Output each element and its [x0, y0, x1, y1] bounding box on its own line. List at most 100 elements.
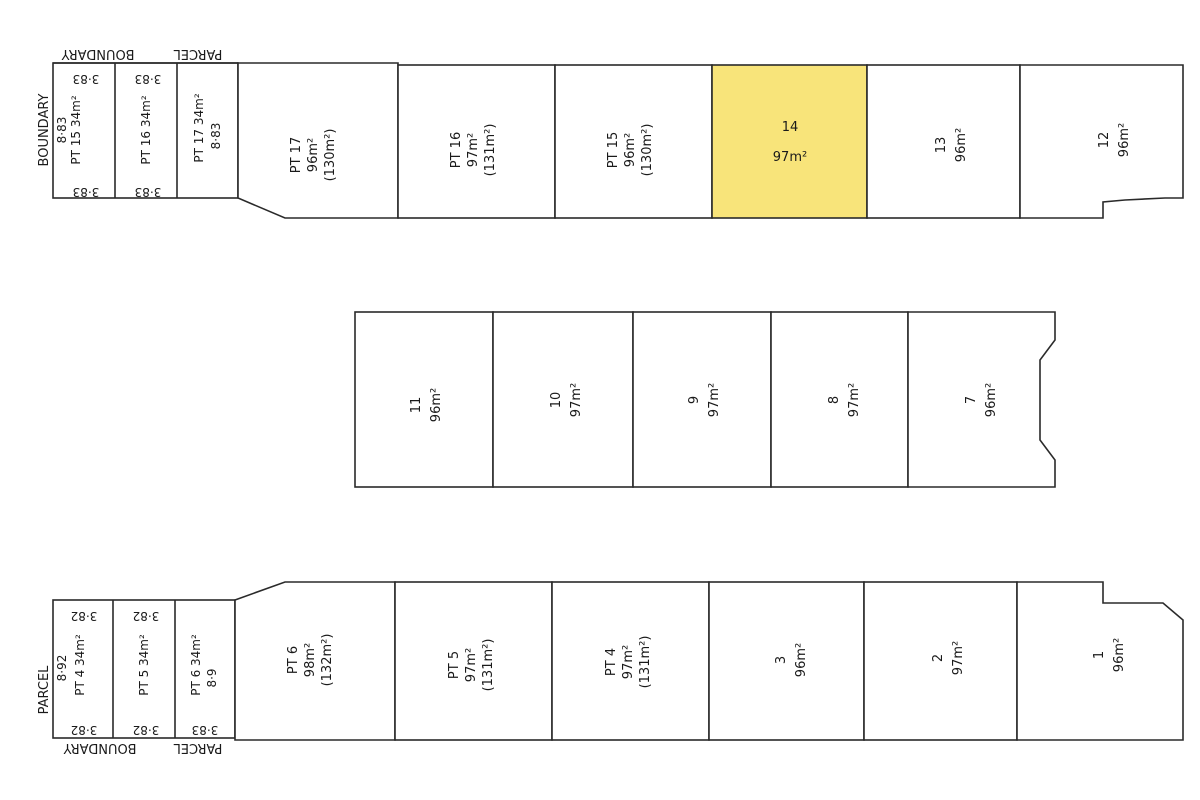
lot-12	[1019, 64, 1184, 219]
lot-text-pt5: PT 5 97m² (131m²)	[447, 639, 496, 692]
lot-name: 11	[409, 397, 424, 414]
lot-8	[770, 311, 909, 488]
lot-name: 3	[774, 656, 789, 664]
lot-original-area: (131m²)	[481, 639, 496, 692]
strip-label: PT 17 34m²	[192, 93, 206, 162]
lot-text-3: 3 96m²	[774, 643, 809, 677]
lot-area: 97m²	[464, 648, 479, 682]
lot-name: PT 4	[604, 648, 619, 676]
strip-label: PT 6 34m²	[189, 634, 203, 696]
lot-pt5	[394, 581, 553, 741]
strip-label: PT 16 34m²	[139, 95, 153, 164]
strip-length: 3·83	[73, 72, 100, 86]
lot-original-area: (130m²)	[640, 124, 655, 177]
lot-area: 97m²	[621, 645, 636, 679]
strip-width: 8·83	[209, 123, 223, 150]
lot-name: 14	[782, 120, 799, 135]
bottom-row: PARCEL BOUNDARY PARCEL PT 4 34m² 8·92 3·…	[37, 581, 1184, 755]
top-parcel-label: PARCEL	[173, 46, 223, 61]
lot-9	[632, 311, 772, 488]
lot-pt15	[554, 64, 713, 219]
strip-label: PT 4 34m²	[73, 634, 87, 696]
lot-area: 96m²	[954, 128, 969, 162]
lot-name: 12	[1097, 132, 1112, 149]
top-boundary-label: BOUNDARY	[61, 46, 134, 61]
bottom-side-parcel-label: PARCEL	[37, 665, 52, 715]
lot-text-11: 11 96m²	[409, 388, 444, 422]
lot-name: PT 15	[606, 132, 621, 168]
lot-text-2: 2 97m²	[931, 641, 966, 675]
lot-text-7: 7 96m²	[964, 383, 999, 417]
lot-name: 13	[934, 137, 949, 154]
strip-length: 3·82	[71, 609, 98, 623]
lot-10	[492, 311, 634, 488]
strip-length: 3·82	[133, 723, 160, 737]
strip-width: 8·9	[205, 668, 219, 687]
lot-text-8: 8 97m²	[827, 383, 862, 417]
lot-original-area: (130m²)	[323, 129, 338, 182]
lot-name: 10	[549, 392, 564, 409]
lot-name: 2	[931, 654, 946, 662]
lot-original-area: (131m²)	[483, 124, 498, 177]
lot-text-13: 13 96m²	[934, 128, 969, 162]
lot-name: PT 17	[289, 137, 304, 173]
strip-width: 8·83	[55, 117, 69, 144]
strip-length: 3·83	[192, 723, 219, 737]
bottom-boundary-label: BOUNDARY	[63, 740, 136, 755]
lot-area: 96m²	[1117, 123, 1132, 157]
lot-pt4	[551, 581, 710, 741]
strip-length: 3·83	[73, 185, 100, 199]
middle-row: 11 96m² 10 97m² 9 97m² 8 97m² 7 96m²	[354, 311, 1056, 488]
strip-label: PT 5 34m²	[137, 634, 151, 696]
lot-area: 97m²	[773, 150, 807, 165]
lot-area: 96m²	[794, 643, 809, 677]
strip-label: PT 15 34m²	[69, 95, 83, 164]
lot-area: 96m²	[623, 133, 638, 167]
lot-area: 97m²	[847, 383, 862, 417]
lot-text-pt17: PT 17 96m² (130m²)	[289, 129, 338, 182]
lot-text-9: 9 97m²	[687, 383, 722, 417]
strip-length: 3·83	[135, 185, 162, 199]
lot-original-area: (132m²)	[320, 634, 335, 687]
lot-text-1: 1 96m²	[1092, 638, 1127, 672]
strip-length: 3·82	[71, 723, 98, 737]
lot-text-pt15: PT 15 96m² (130m²)	[606, 124, 655, 177]
top-side-boundary-label: BOUNDARY	[37, 93, 52, 166]
lot-text-pt4: PT 4 97m² (131m²)	[604, 636, 653, 689]
lot-14-highlighted	[711, 64, 868, 219]
strip-length: 3·83	[135, 72, 162, 86]
top-strips-outline	[52, 62, 239, 199]
lot-11	[354, 311, 494, 488]
lot-area: 96m²	[1112, 638, 1127, 672]
lot-area: 97m²	[569, 383, 584, 417]
lot-text-pt16: PT 16 97m² (131m²)	[449, 124, 498, 177]
lot-area: 96m²	[984, 383, 999, 417]
bottom-strips-outline	[52, 599, 236, 739]
lot-13	[866, 64, 1021, 219]
lot-3	[708, 581, 865, 741]
lot-name: PT 5	[447, 651, 462, 679]
lot-pt17	[237, 62, 399, 219]
lot-name: 8	[827, 396, 842, 404]
lot-area: 97m²	[466, 133, 481, 167]
lot-text-12: 12 96m²	[1097, 123, 1132, 157]
lot-text-pt6: PT 6 98m² (132m²)	[286, 634, 335, 687]
lot-area: 97m²	[951, 641, 966, 675]
lot-name: 9	[687, 396, 702, 404]
top-row: BOUNDARY PARCEL BOUNDARY PT 15 34m² 8·83…	[37, 46, 1184, 219]
lot-original-area: (131m²)	[638, 636, 653, 689]
lot-2	[863, 581, 1018, 741]
lot-name: 7	[964, 396, 979, 404]
strip-length: 3·82	[133, 609, 160, 623]
lot-text-14: 14 97m²	[773, 120, 807, 165]
lot-text-10: 10 97m²	[549, 383, 584, 417]
bottom-parcel-label: PARCEL	[173, 740, 223, 755]
lot-1	[1016, 581, 1184, 741]
lot-7	[907, 311, 1056, 488]
lot-name: PT 16	[449, 132, 464, 168]
lot-area: 98m²	[303, 643, 318, 677]
lot-name: PT 6	[286, 646, 301, 674]
lot-area: 96m²	[429, 388, 444, 422]
strip-width: 8·92	[55, 655, 69, 682]
